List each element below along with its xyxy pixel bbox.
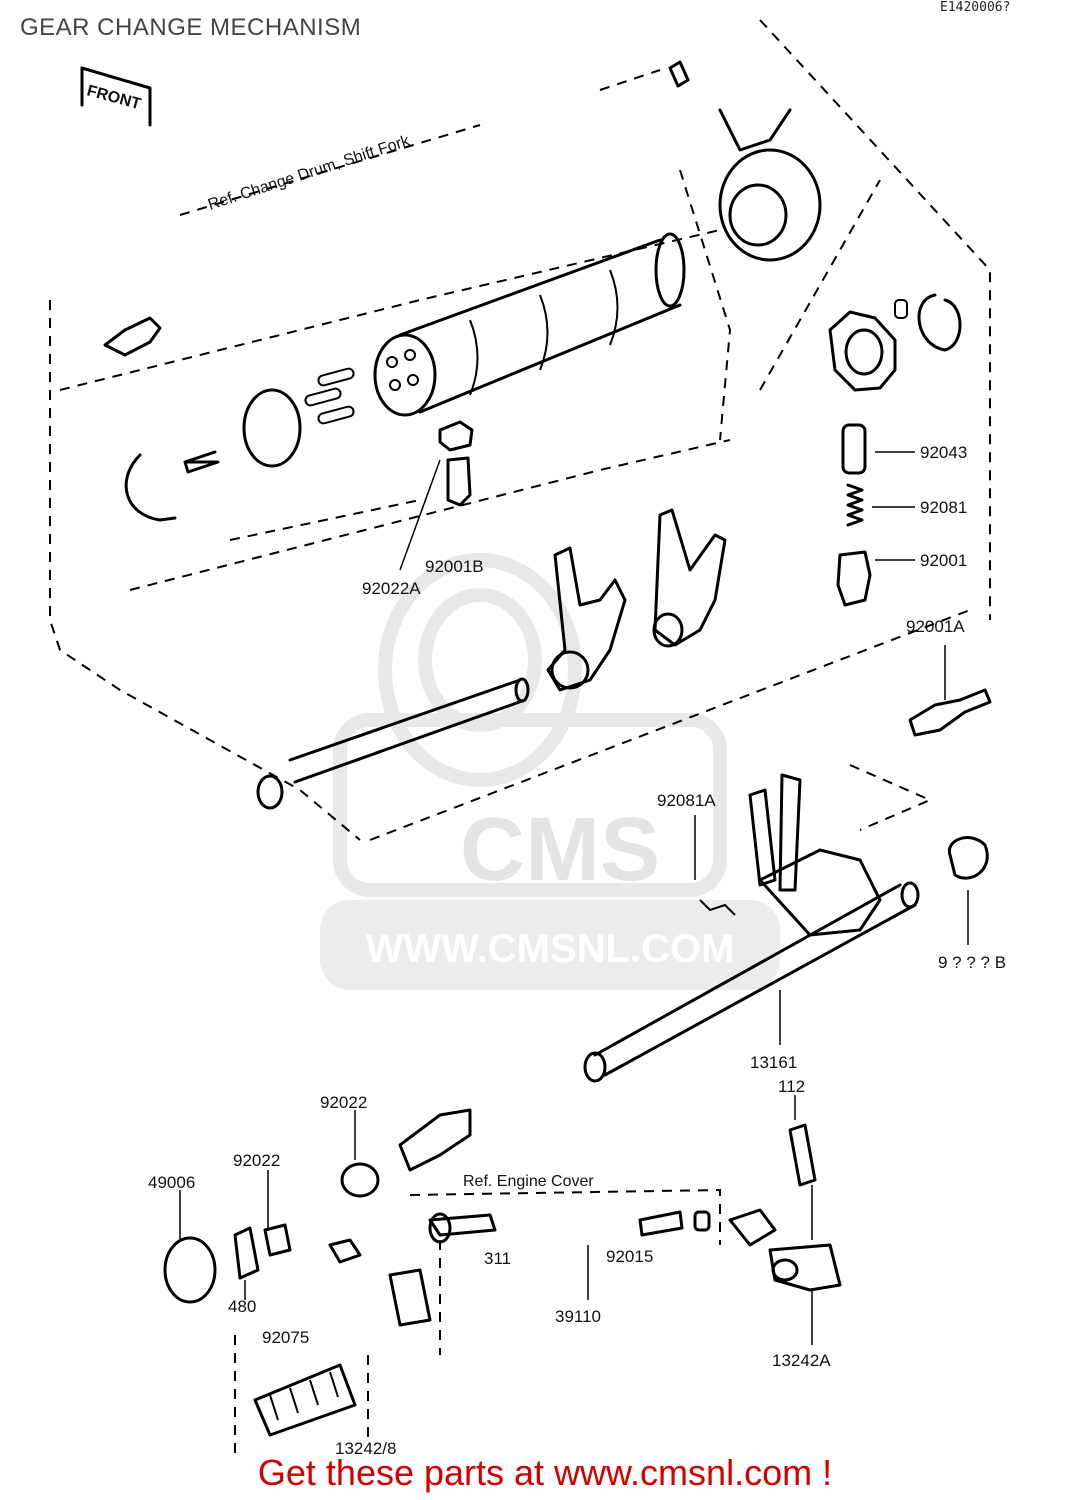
label-92022-lower: 92022 (233, 1151, 280, 1170)
shift-fork-top[interactable] (668, 60, 822, 262)
cam-plate (828, 293, 962, 392)
oil-seal (947, 836, 989, 880)
label-112: 112 (778, 1077, 805, 1096)
spring-92081 (846, 483, 864, 527)
label-92001A: 92001A (906, 617, 965, 636)
diagram-code: E1420006? (940, 0, 1011, 15)
footer-cta-link[interactable]: Get these parts at www.cmsnl.com ! (257, 1452, 833, 1493)
bolt-92001 (836, 550, 872, 607)
label-311: 311 (484, 1249, 511, 1268)
label-92081: 92081 (920, 498, 967, 517)
return-spring-pin (788, 1123, 817, 1240)
spring-92081A (699, 899, 736, 916)
pin-plate (242, 388, 302, 468)
label-13242B: 13242/8 (335, 1439, 396, 1458)
label-13161: 13161 (750, 1053, 797, 1072)
label-49006: 49006 (148, 1173, 195, 1192)
circlip (124, 453, 177, 522)
plate-screw (183, 450, 220, 474)
shift-pedal-parts (163, 1108, 497, 1437)
shift-fork-middle[interactable] (546, 508, 727, 692)
label-92001B: 92001B (425, 557, 484, 576)
collar-92015 (638, 1210, 684, 1237)
fork-shaft (256, 677, 530, 810)
label-13242A: 13242A (772, 1351, 831, 1370)
label-92001: 92001 (920, 551, 967, 570)
ref-change-drum-note: Ref. Change Drum, Shift Fork (206, 132, 413, 214)
label-92033B: 9 ? ? ? B (938, 953, 1006, 972)
shift-shaft[interactable] (583, 773, 920, 1083)
label-92022-upper: 92022 (320, 1093, 367, 1112)
label-92075: 92075 (262, 1328, 309, 1347)
watermark-brand: CMS (460, 800, 660, 900)
drum-pins (304, 367, 355, 425)
label-480: 480 (228, 1297, 256, 1316)
bolt-92001A (908, 645, 992, 737)
label-92081A: 92081A (657, 791, 716, 810)
label-92022A: 92022A (362, 579, 421, 598)
shift-lever-arm[interactable] (728, 1208, 842, 1345)
ref-engine-cover-note: Ref. Engine Cover (463, 1173, 594, 1190)
page-title: GEAR CHANGE MECHANISM (20, 14, 362, 41)
shift-drum[interactable] (373, 232, 686, 417)
neutral-switch (103, 316, 162, 357)
watermark-url: WWW.CMSNL.COM (366, 927, 735, 971)
front-label: FRONT (85, 82, 143, 113)
label-92015: 92015 (606, 1247, 653, 1266)
watermark-logo: CMS WWW.CMSNL.COM (320, 553, 780, 990)
label-39110: 39110 (555, 1307, 601, 1326)
label-92043: 92043 (920, 443, 967, 462)
front-tag: FRONT (80, 66, 152, 127)
collar-92043 (841, 423, 867, 475)
drum-holder (399, 420, 474, 571)
